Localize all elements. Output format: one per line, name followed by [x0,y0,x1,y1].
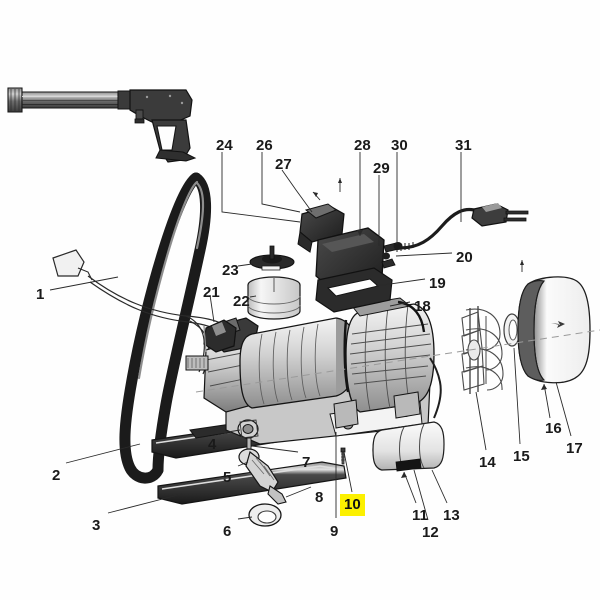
callout-27[interactable]: 27 [275,156,292,173]
callout-5[interactable]: 5 [223,469,232,486]
run-capacitor [372,357,445,472]
callout-13[interactable]: 13 [443,507,460,524]
callout-20[interactable]: 20 [456,249,473,266]
callout-31[interactable]: 31 [455,137,472,154]
detergent-tank [247,245,301,320]
callout-22[interactable]: 22 [233,293,250,310]
callout-17[interactable]: 17 [566,440,583,457]
callout-8[interactable]: 8 [315,489,324,506]
fan-washer [503,313,521,347]
callout-6[interactable]: 6 [223,523,232,540]
callout-1[interactable]: 1 [36,286,45,303]
callout-16[interactable]: 16 [545,420,562,437]
callout-14[interactable]: 14 [479,454,496,471]
power-cord-and-plug [396,203,529,252]
callout-15[interactable]: 15 [513,448,530,465]
pump-motor-assembly [185,297,435,445]
callout-28[interactable]: 28 [354,137,371,154]
spray-gun-assembly [7,87,197,163]
callout-21[interactable]: 21 [203,284,220,301]
callout-23[interactable]: 23 [222,262,239,279]
callout-12[interactable]: 12 [422,524,439,541]
callout-3[interactable]: 3 [92,517,101,534]
callout-26[interactable]: 26 [256,137,273,154]
high-pressure-hose [52,249,239,375]
callout-29[interactable]: 29 [373,160,390,177]
callout-7[interactable]: 7 [302,454,311,471]
cooling-fan [461,306,504,394]
callout-30[interactable]: 30 [391,137,408,154]
callout-9[interactable]: 9 [330,523,339,540]
inlet-fittings [237,419,346,527]
terminal-switch-box [297,203,403,313]
callout-18[interactable]: 18 [414,298,431,315]
fan-cover [517,276,591,384]
callout-4[interactable]: 4 [208,436,217,453]
callout-19[interactable]: 19 [429,275,446,292]
leader-lines [49,152,572,521]
assembly-centerline [195,329,600,393]
callout-10[interactable]: 10 [340,494,365,516]
callout-24[interactable]: 24 [216,137,233,154]
callout-2[interactable]: 2 [52,467,61,484]
callout-11[interactable]: 11 [412,507,428,524]
